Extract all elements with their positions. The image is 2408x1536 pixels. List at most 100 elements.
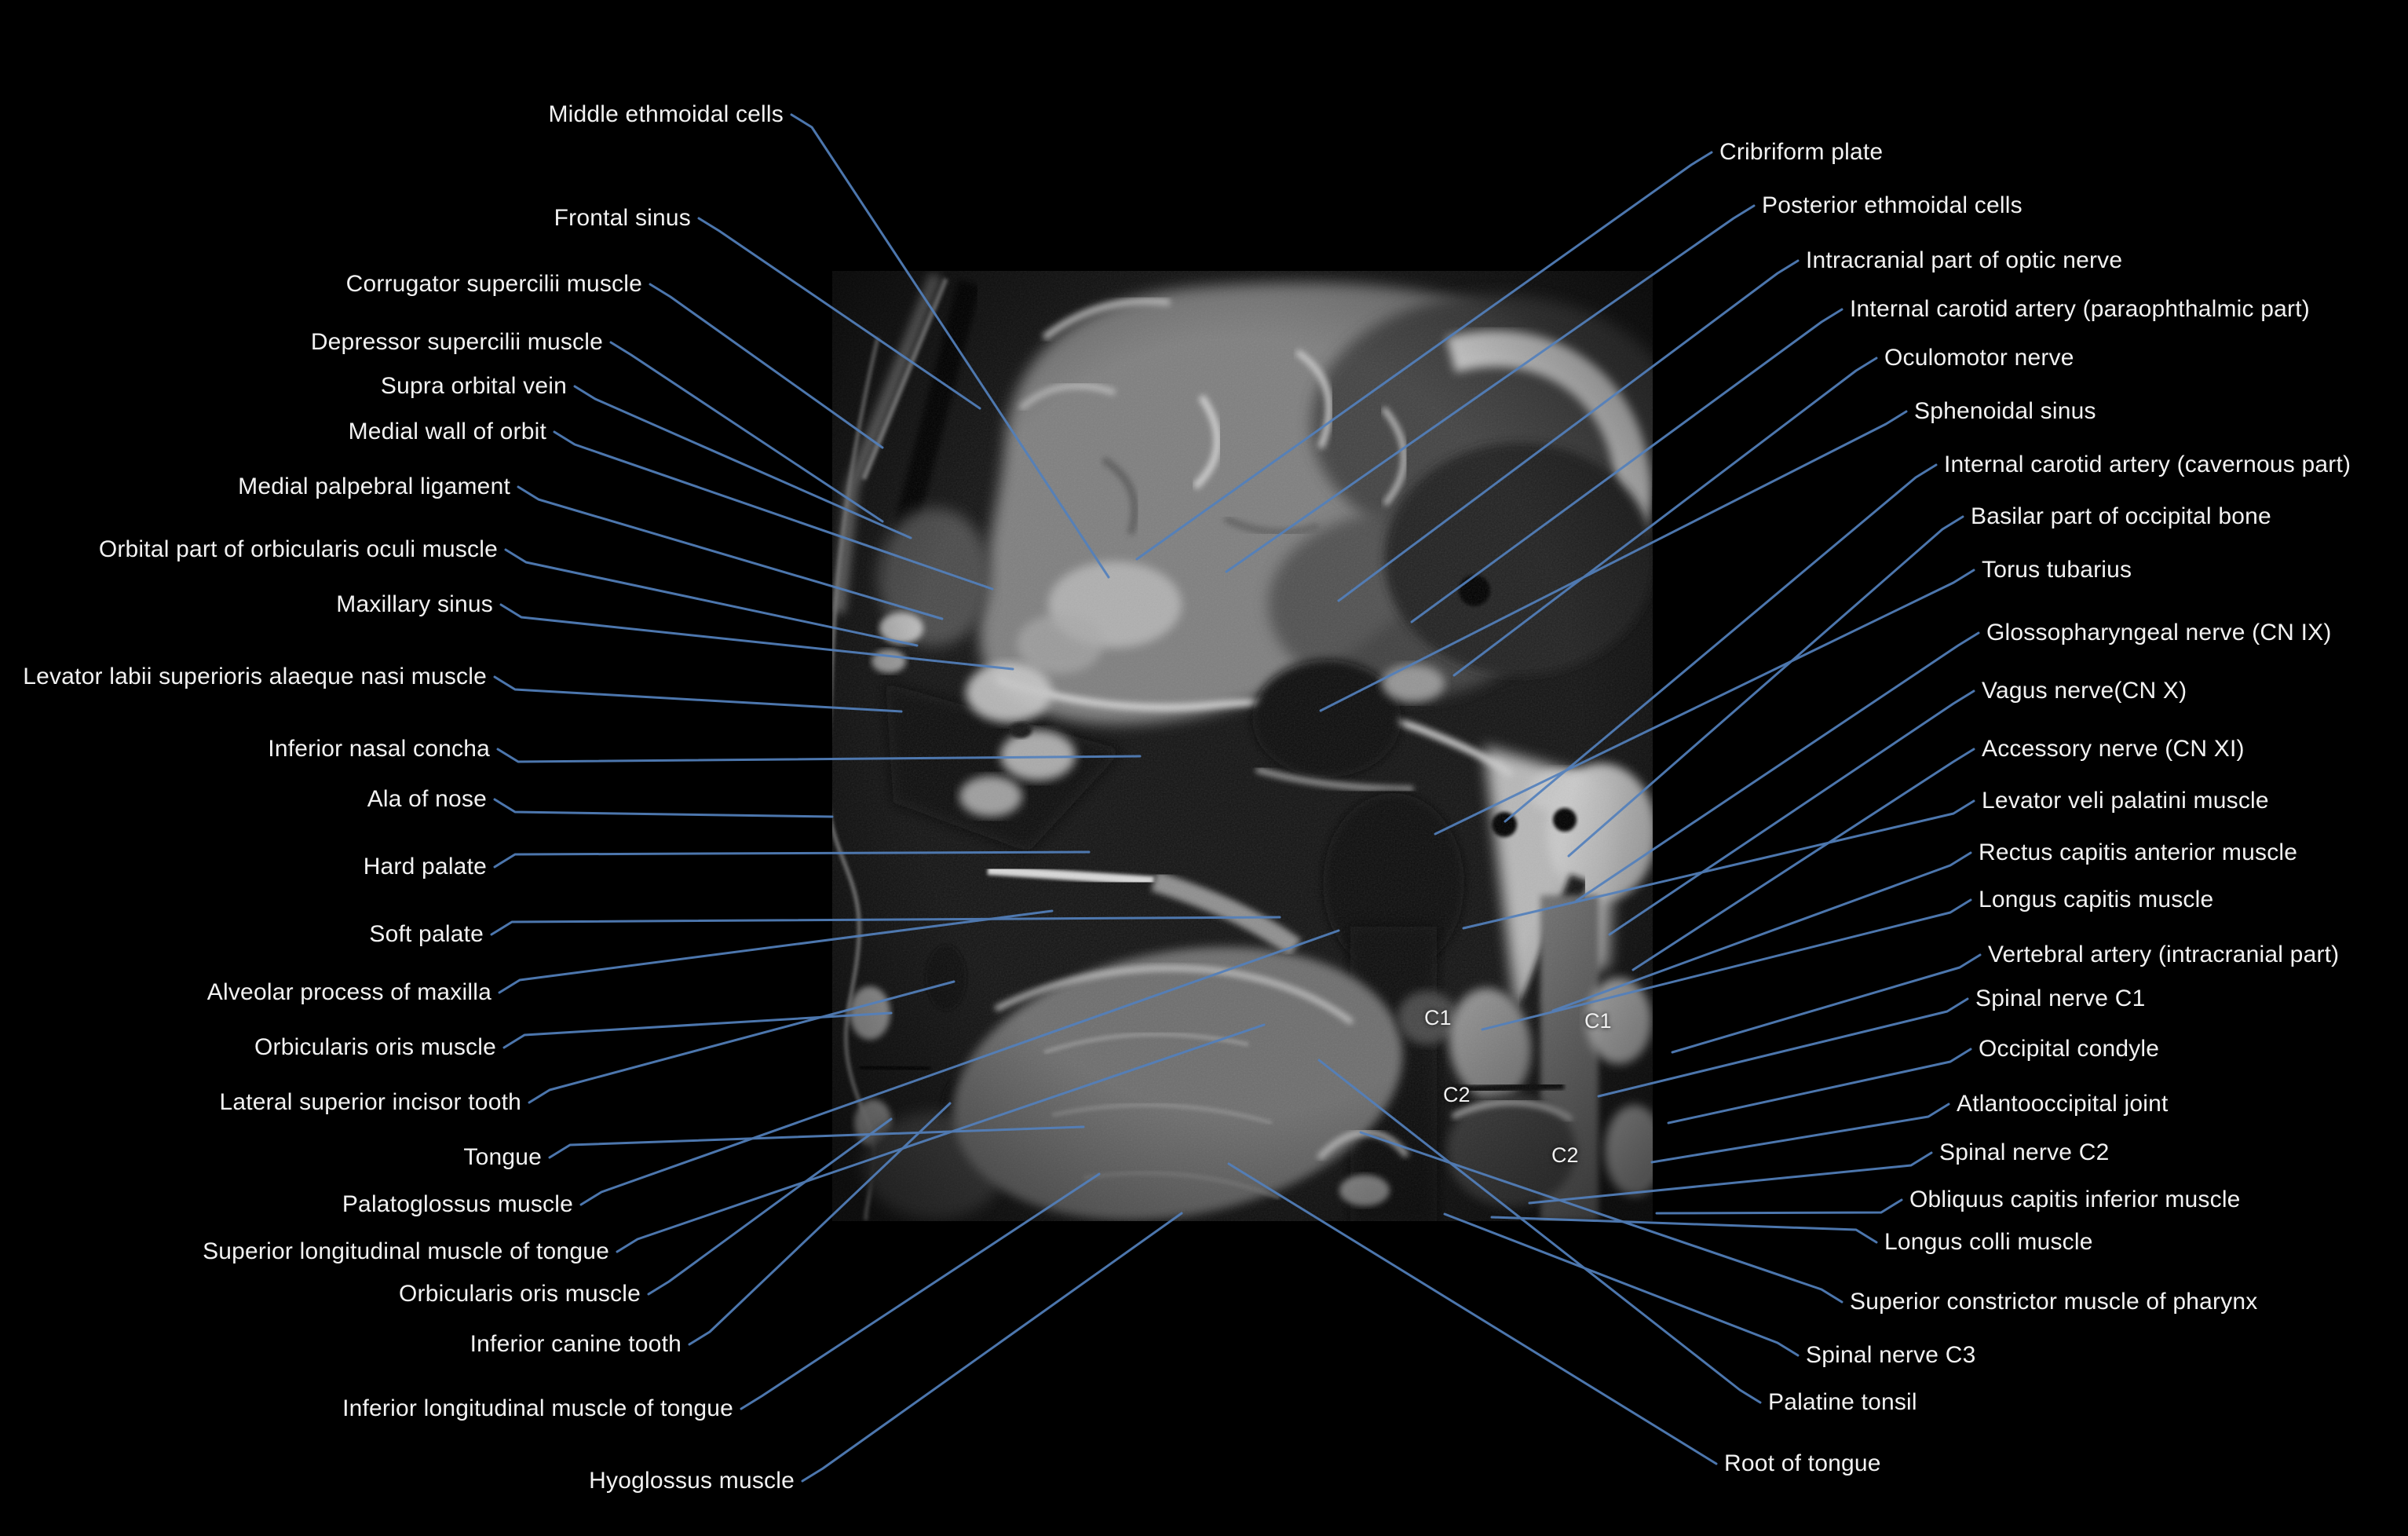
leader-line: [1410, 308, 1843, 624]
leader-line: [493, 798, 834, 818]
anatomy-label: Lateral superior incisor tooth: [219, 1089, 521, 1115]
anatomy-label: Spinal nerve C2: [1939, 1139, 2110, 1165]
anatomy-label: Ala of nose: [367, 786, 487, 812]
leader-line: [573, 385, 912, 539]
leader-line: [1575, 631, 1980, 902]
leader-line: [1567, 515, 1964, 858]
anatomy-label: Accessory nerve (CN XI): [1982, 736, 2245, 762]
vertebra-label: C1: [1424, 1006, 1452, 1029]
anatomy-label: Obliquus capitis inferior muscle: [1909, 1187, 2241, 1212]
leader-line: [502, 1011, 893, 1049]
leader-line: [1551, 851, 1972, 1012]
leader-line: [1650, 1103, 1950, 1164]
anatomy-label: Oculomotor nerve: [1884, 345, 2074, 371]
anatomy-label: Levator veli palatini muscle: [1982, 788, 2269, 814]
anatomy-label: Longus colli muscle: [1884, 1229, 2093, 1255]
anatomy-label: Maxillary sinus: [336, 591, 493, 617]
leader-line: [697, 217, 981, 410]
leader-line: [1319, 410, 1908, 712]
leader-line: [1671, 953, 1982, 1054]
leader-line: [1632, 748, 1975, 971]
anatomy-label: Rectus capitis anterior muscle: [1979, 839, 2298, 865]
anatomy-label: Corrugator supercilii muscle: [345, 271, 642, 297]
leader-line: [496, 748, 1142, 763]
anatomy-label: Internal carotid artery (cavernous part): [1944, 452, 2351, 477]
leader-line: [790, 113, 1110, 579]
anatomy-label: Cribriform plate: [1719, 139, 1884, 165]
leader-line: [1655, 1198, 1903, 1215]
leader-line: [649, 283, 884, 449]
leader-line: [1490, 1216, 1878, 1244]
anatomy-label: Spinal nerve C1: [1975, 986, 2146, 1011]
leader-line: [493, 850, 1091, 869]
leader-line: [1528, 1151, 1933, 1205]
anatomy-label: Occipital condyle: [1979, 1036, 2160, 1062]
leader-line: [1462, 799, 1975, 930]
leader-line: [1481, 898, 1972, 1031]
leader-line: [1608, 689, 1975, 936]
leader-line: [498, 909, 1054, 994]
leader-line: [1597, 997, 1969, 1098]
leader-line: [517, 485, 944, 620]
leader-line: [548, 1125, 1085, 1159]
anatomy-label: Orbicularis oris muscle: [254, 1034, 496, 1060]
leader-line: [493, 675, 903, 713]
leader-line: [1443, 1212, 1800, 1357]
leader-line: [504, 548, 919, 647]
leader-line: [609, 341, 884, 523]
anatomy-label: Orbicularis oris muscle: [399, 1281, 641, 1307]
anatomy-label: Sphenoidal sinus: [1914, 398, 2096, 424]
anatomy-label: Basilar part of occipital bone: [1971, 503, 2271, 529]
anatomy-label: Frontal sinus: [554, 205, 691, 231]
anatomy-label: Supra orbital vein: [380, 373, 567, 399]
anatomy-label: Depressor supercilii muscle: [310, 329, 603, 355]
leader-line: [1317, 1059, 1762, 1404]
leader-line: [616, 1023, 1266, 1253]
anatomy-label: Palatoglossus muscle: [342, 1191, 573, 1217]
anatomy-label: Superior longitudinal muscle of tongue: [203, 1238, 609, 1264]
leader-line: [801, 1212, 1183, 1483]
leader-line: [1504, 463, 1938, 823]
leader-line: [490, 916, 1281, 936]
leader-line: [1227, 1162, 1718, 1465]
anatomy-label: Torus tubarius: [1982, 557, 2132, 583]
anatomy-label: Hard palate: [363, 854, 487, 880]
anatomy-label: Palatine tonsil: [1768, 1389, 1917, 1415]
vertebra-label: C2: [1551, 1143, 1579, 1167]
anatomy-label: Medial palpebral ligament: [238, 474, 510, 499]
anatomy-label: Medial wall of orbit: [348, 419, 546, 444]
anatomy-label: Inferior nasal concha: [268, 736, 490, 762]
leader-line: [1135, 151, 1713, 561]
anatomy-label: Intracranial part of optic nerve: [1806, 247, 2123, 273]
leader-line: [553, 430, 994, 591]
anatomy-label: Hyoglossus muscle: [589, 1468, 795, 1494]
anatomy-label: Soft palate: [369, 921, 484, 947]
anatomy-label: Posterior ethmoidal cells: [1762, 192, 2023, 218]
leader-line: [1225, 204, 1756, 573]
anatomy-label: Inferior canine tooth: [470, 1331, 681, 1357]
leader-line: [740, 1172, 1101, 1410]
anatomy-label: Glossopharyngeal nerve (CN IX): [1986, 620, 2332, 645]
leader-line: [528, 980, 956, 1104]
leader-lines: [490, 113, 1982, 1483]
anatomy-label: Alveolar process of maxilla: [206, 979, 491, 1005]
anatomy-label: Superior constrictor muscle of pharynx: [1850, 1289, 2258, 1315]
anatomy-label: Atlantooccipital joint: [1957, 1091, 2169, 1117]
anatomy-label: Inferior longitudinal muscle of tongue: [342, 1395, 733, 1421]
leader-line: [1337, 259, 1800, 602]
leader-line: [1359, 1131, 1843, 1304]
anatomy-label: Orbital part of orbicularis oculi muscle: [98, 536, 498, 562]
leader-line: [1667, 1048, 1972, 1125]
leader-line: [688, 1102, 952, 1346]
mri-anatomy-art: [832, 271, 1653, 1221]
leader-line: [499, 603, 1014, 671]
vertebra-label: C1: [1584, 1009, 1612, 1033]
leader-line: [1434, 569, 1975, 836]
vertebra-label: C2: [1443, 1083, 1471, 1106]
anatomy-label: Root of tongue: [1724, 1450, 1881, 1476]
anatomy-label: Levator labii superioris alaeque nasi mu…: [23, 664, 487, 689]
leader-line: [647, 1117, 893, 1296]
anatomy-label: Tongue: [463, 1144, 542, 1170]
